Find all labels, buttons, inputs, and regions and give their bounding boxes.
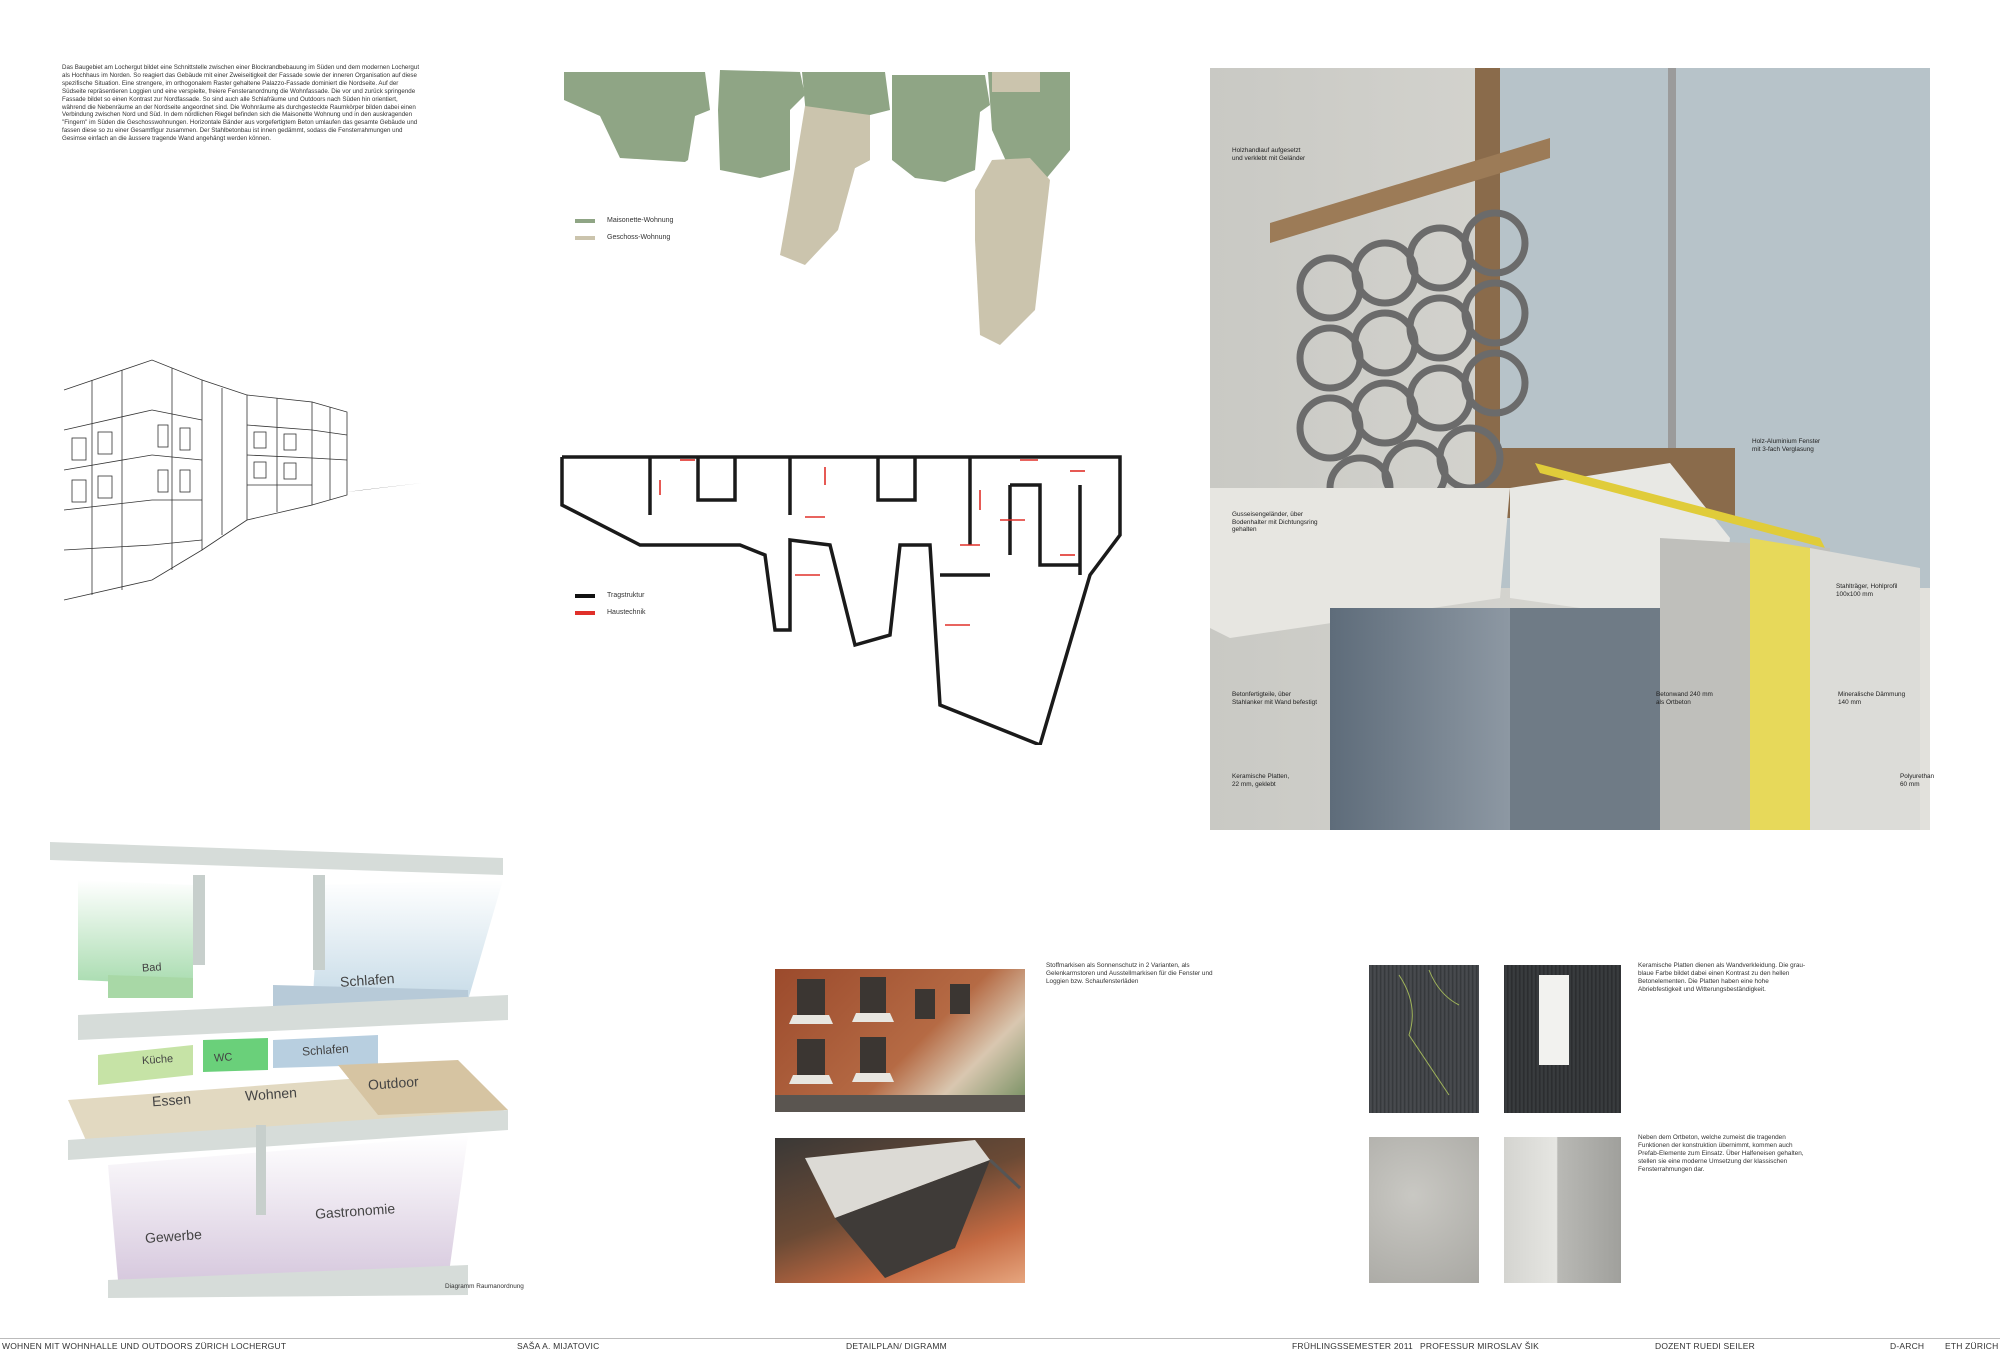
space-kueche: Küche bbox=[141, 1052, 174, 1068]
legend-label: Haustechnik bbox=[607, 609, 646, 616]
photo-markise-detail bbox=[775, 1138, 1025, 1283]
geschoss-unit bbox=[975, 158, 1050, 345]
maisonette-unit bbox=[718, 70, 805, 178]
maisonette-unit bbox=[892, 75, 990, 182]
photo-keramik-1 bbox=[1369, 965, 1479, 1113]
footer-dozent: DOZENT RUEDI SEILER bbox=[1655, 1341, 1755, 1351]
label-gelaender: Gusseisengeländer, über Bodenhalter mit … bbox=[1232, 511, 1318, 534]
label-betonwand: Betonwand 240 mm als Ortbeton bbox=[1656, 691, 1713, 706]
perspective-drawing bbox=[63, 359, 422, 601]
footer-divider bbox=[0, 1338, 2000, 1339]
footer-author: SAŠA A. MIJATOVIC bbox=[517, 1341, 600, 1351]
label-polyurethan: Polyurethan 60 mm bbox=[1900, 773, 1935, 788]
legend-label: Geschoss-Wohnung bbox=[607, 234, 671, 241]
legend-swatch bbox=[575, 593, 595, 598]
legend-haustechnik: Haustechnik bbox=[575, 609, 646, 616]
apartment-plan bbox=[564, 70, 1070, 345]
photo-beton-2 bbox=[1504, 1137, 1621, 1283]
footer-project: WOHNEN MIT WOHNHALLE UND OUTDOORS ZÜRICH… bbox=[2, 1341, 287, 1351]
space-bad: Bad bbox=[141, 961, 162, 975]
label-handlauf: Holzhandlauf aufgesetzt und verklebt mit… bbox=[1232, 147, 1306, 162]
footer-professor: PROFESSUR MIROSLAV ŠIK bbox=[1420, 1341, 1540, 1351]
caption-markisen: Stoffmarkisen als Sonnenschutz in 2 Vari… bbox=[1046, 962, 1213, 985]
legend-label: Maisonette-Wohnung bbox=[607, 217, 674, 224]
caption-ortbeton: Neben dem Ortbeton, welche zumeist die t… bbox=[1638, 1134, 1804, 1173]
label-daemmung: Mineralische Dämmung 140 mm bbox=[1838, 691, 1906, 706]
footer-semester: FRÜHLINGSSEMESTER 2011 bbox=[1292, 1341, 1413, 1351]
maisonette-unit bbox=[564, 72, 710, 162]
footer-dept: D-ARCH bbox=[1890, 1341, 1925, 1351]
structure-plan bbox=[560, 455, 1122, 745]
legend-swatch bbox=[575, 235, 595, 240]
label-fenster: Holz-Aluminium Fenster mit 3-fach Vergla… bbox=[1752, 438, 1821, 453]
space-wc: WC bbox=[213, 1051, 233, 1065]
label-stahltraeger: Stahlträger, Hohlprofil 100x100 mm bbox=[1836, 583, 1898, 598]
legend-swatch bbox=[575, 218, 595, 223]
space-essen: Essen bbox=[151, 1090, 192, 1110]
photo-keramik-2 bbox=[1504, 965, 1621, 1113]
geschoss-unit bbox=[992, 72, 1040, 92]
maisonette-unit bbox=[988, 72, 1070, 180]
intro-text: Das Baugebiet am Lochergut bildet eine S… bbox=[62, 64, 420, 143]
diagram-caption: Diagramm Raumanordnung bbox=[445, 1283, 524, 1290]
legend-tragstruktur: Tragstruktur bbox=[575, 592, 644, 599]
legend-maisonette: Maisonette-Wohnung bbox=[575, 217, 673, 224]
caption-keramik: Keramische Platten dienen als Wandverkle… bbox=[1638, 962, 1806, 993]
space-diagram bbox=[50, 842, 508, 1298]
photo-markisen-facade bbox=[775, 969, 1025, 1112]
geschoss-unit bbox=[780, 106, 870, 265]
photo-beton-1 bbox=[1369, 1137, 1479, 1283]
legend-geschoss: Geschoss-Wohnung bbox=[575, 234, 670, 241]
label-betonfertigteile: Betonfertigteile, über Stahlanker mit Wa… bbox=[1232, 691, 1318, 706]
legend-swatch bbox=[575, 610, 595, 615]
label-keramik: Keramische Platten, 22 mm, geklebt bbox=[1232, 773, 1290, 788]
footer-school: ETH ZÜRICH bbox=[1945, 1341, 1999, 1351]
facade-detail-render bbox=[1210, 68, 1930, 830]
footer-sheet: DETAILPLAN/ DIGRAMM bbox=[846, 1341, 947, 1351]
legend-label: Tragstruktur bbox=[607, 592, 645, 599]
